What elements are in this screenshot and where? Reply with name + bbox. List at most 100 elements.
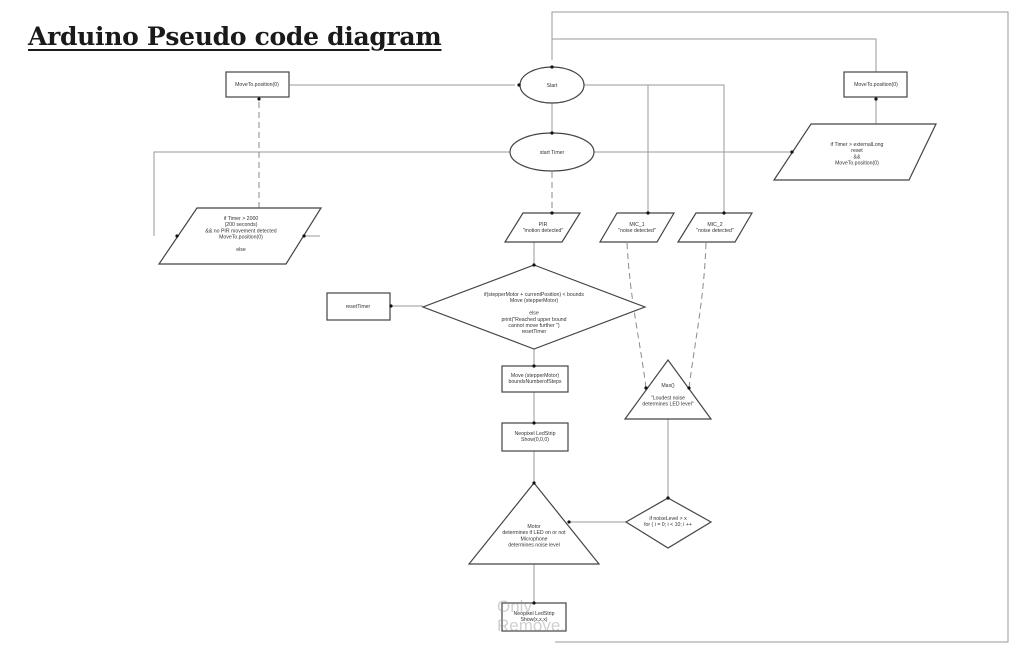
arrowhead — [550, 65, 554, 69]
node-pir: PIR"motion detected" — [503, 212, 582, 243]
arrowhead — [666, 496, 670, 500]
node-bounds-decision-label: if(stepperMotor + currentPosition) < bou… — [484, 292, 584, 335]
node-move-stepper-label: Move (stepperMotor)boundsNumberofSteps — [508, 373, 561, 385]
arrowhead — [302, 234, 306, 238]
label-line: PIR — [539, 222, 548, 228]
label-line: Neopixel LedStrip — [514, 611, 555, 617]
label-line: Microphone — [520, 536, 547, 542]
label-line: determines if LED on or not — [502, 530, 566, 536]
node-mic1: MIC_1"noise detected" — [598, 212, 676, 243]
arrowhead — [532, 481, 536, 485]
node-move-left-label: MoveTo.position(0) — [235, 82, 279, 88]
arrowhead — [874, 97, 878, 101]
label-line: if Timer > 2000 — [224, 216, 259, 222]
node-move-stepper: Move (stepperMotor)boundsNumberofSteps — [501, 365, 569, 393]
arrowhead — [532, 421, 536, 425]
edge-mic2-to-max — [688, 242, 707, 389]
arrowhead — [257, 97, 261, 101]
label-line: "motion detected" — [523, 228, 564, 234]
node-reset-timer-label: resetTimer — [346, 304, 371, 310]
label-line: Neopixel LedStrip — [515, 431, 556, 437]
arrow-heads — [175, 65, 878, 605]
node-move-right: MoveTo.position(0) — [843, 71, 908, 98]
label-line: resetTimer — [522, 329, 547, 335]
label-line: cannot move further ") — [508, 323, 559, 329]
label-line: MoveTo.position(0) — [854, 82, 898, 88]
arrowhead — [722, 211, 726, 215]
label-line: resetTimer — [346, 304, 371, 310]
arrowhead — [687, 386, 691, 390]
label-line: "noise detected" — [618, 228, 656, 234]
node-pir-label: PIR"motion detected" — [523, 222, 564, 234]
edge-timer-to-left-check — [153, 151, 510, 236]
arrowhead — [532, 364, 536, 368]
label-line: else — [529, 311, 539, 317]
label-line: for ( i = 0; i < 10; i ++ — [644, 522, 692, 528]
label-line: if noiseLevel > x — [649, 516, 687, 522]
label-line: && — [854, 154, 861, 160]
arrowhead — [644, 386, 648, 390]
label-line: determines LED level" — [642, 402, 693, 408]
edge-neopixel2-loop-to-start — [551, 11, 1009, 643]
node-start-timer-label: start Timer — [540, 150, 565, 156]
label-line: "Loudest noise — [651, 395, 685, 401]
label-line: Motor — [527, 524, 541, 530]
label-line: if Timer > externalLong — [831, 142, 884, 148]
arrowhead — [567, 520, 571, 524]
node-timer-left-check: if Timer > 2000(200 seconds)&& no PIR mo… — [157, 207, 323, 265]
label-line: determines noise level — [508, 543, 560, 549]
label-line: MIC_2 — [707, 222, 722, 228]
node-timer-left-check-label: if Timer > 2000(200 seconds)&& no PIR mo… — [205, 216, 276, 253]
label-line: "noise detected" — [696, 228, 734, 234]
label-line: Move (stepperMotor) — [511, 373, 559, 379]
arrowhead — [532, 601, 536, 605]
label-line: MoveTo.position(0) — [835, 161, 879, 167]
label-line: boundsNumberofSteps — [508, 379, 561, 385]
edge-mic1-to-max — [626, 242, 647, 389]
arrowhead — [532, 263, 536, 267]
label-line: print("Reached upper bound — [501, 317, 566, 323]
arrowhead — [646, 211, 650, 215]
arrowhead — [389, 304, 393, 308]
label-line: Show(0,0,0) — [521, 437, 549, 443]
label-line: start Timer — [540, 150, 565, 156]
label-line: else — [236, 247, 246, 253]
label-line: (200 seconds) — [225, 222, 258, 228]
label-line — [667, 389, 668, 395]
node-mic1-label: MIC_1"noise detected" — [618, 222, 656, 234]
edges — [153, 11, 1009, 643]
arrowhead — [517, 83, 521, 87]
node-bounds-decision: if(stepperMotor + currentPosition) < bou… — [421, 264, 647, 350]
arrowhead — [550, 211, 554, 215]
label-line: Move (stepperMotor) — [510, 298, 558, 304]
label-line — [240, 241, 241, 247]
edge-move-right-to-start — [552, 38, 877, 72]
arrowhead — [550, 131, 554, 135]
label-line — [533, 304, 534, 310]
label-line: Max() — [661, 383, 675, 389]
label-line: if(stepperMotor + currentPosition) < bou… — [484, 292, 584, 298]
node-mic2-label: MIC_2"noise detected" — [696, 222, 734, 234]
label-line: MIC_1 — [629, 222, 644, 228]
diagram-title: Arduino Pseudo code diagram — [28, 22, 442, 51]
label-line: reset — [851, 148, 863, 154]
label-line: Show(x,x,x) — [520, 617, 547, 623]
label-line: MoveTo.position(0) — [235, 82, 279, 88]
label-line: MoveTo.position(0) — [219, 235, 263, 241]
arrowhead — [175, 234, 179, 238]
label-line: Start — [547, 83, 559, 89]
node-mic2: MIC_2"noise detected" — [676, 212, 754, 243]
